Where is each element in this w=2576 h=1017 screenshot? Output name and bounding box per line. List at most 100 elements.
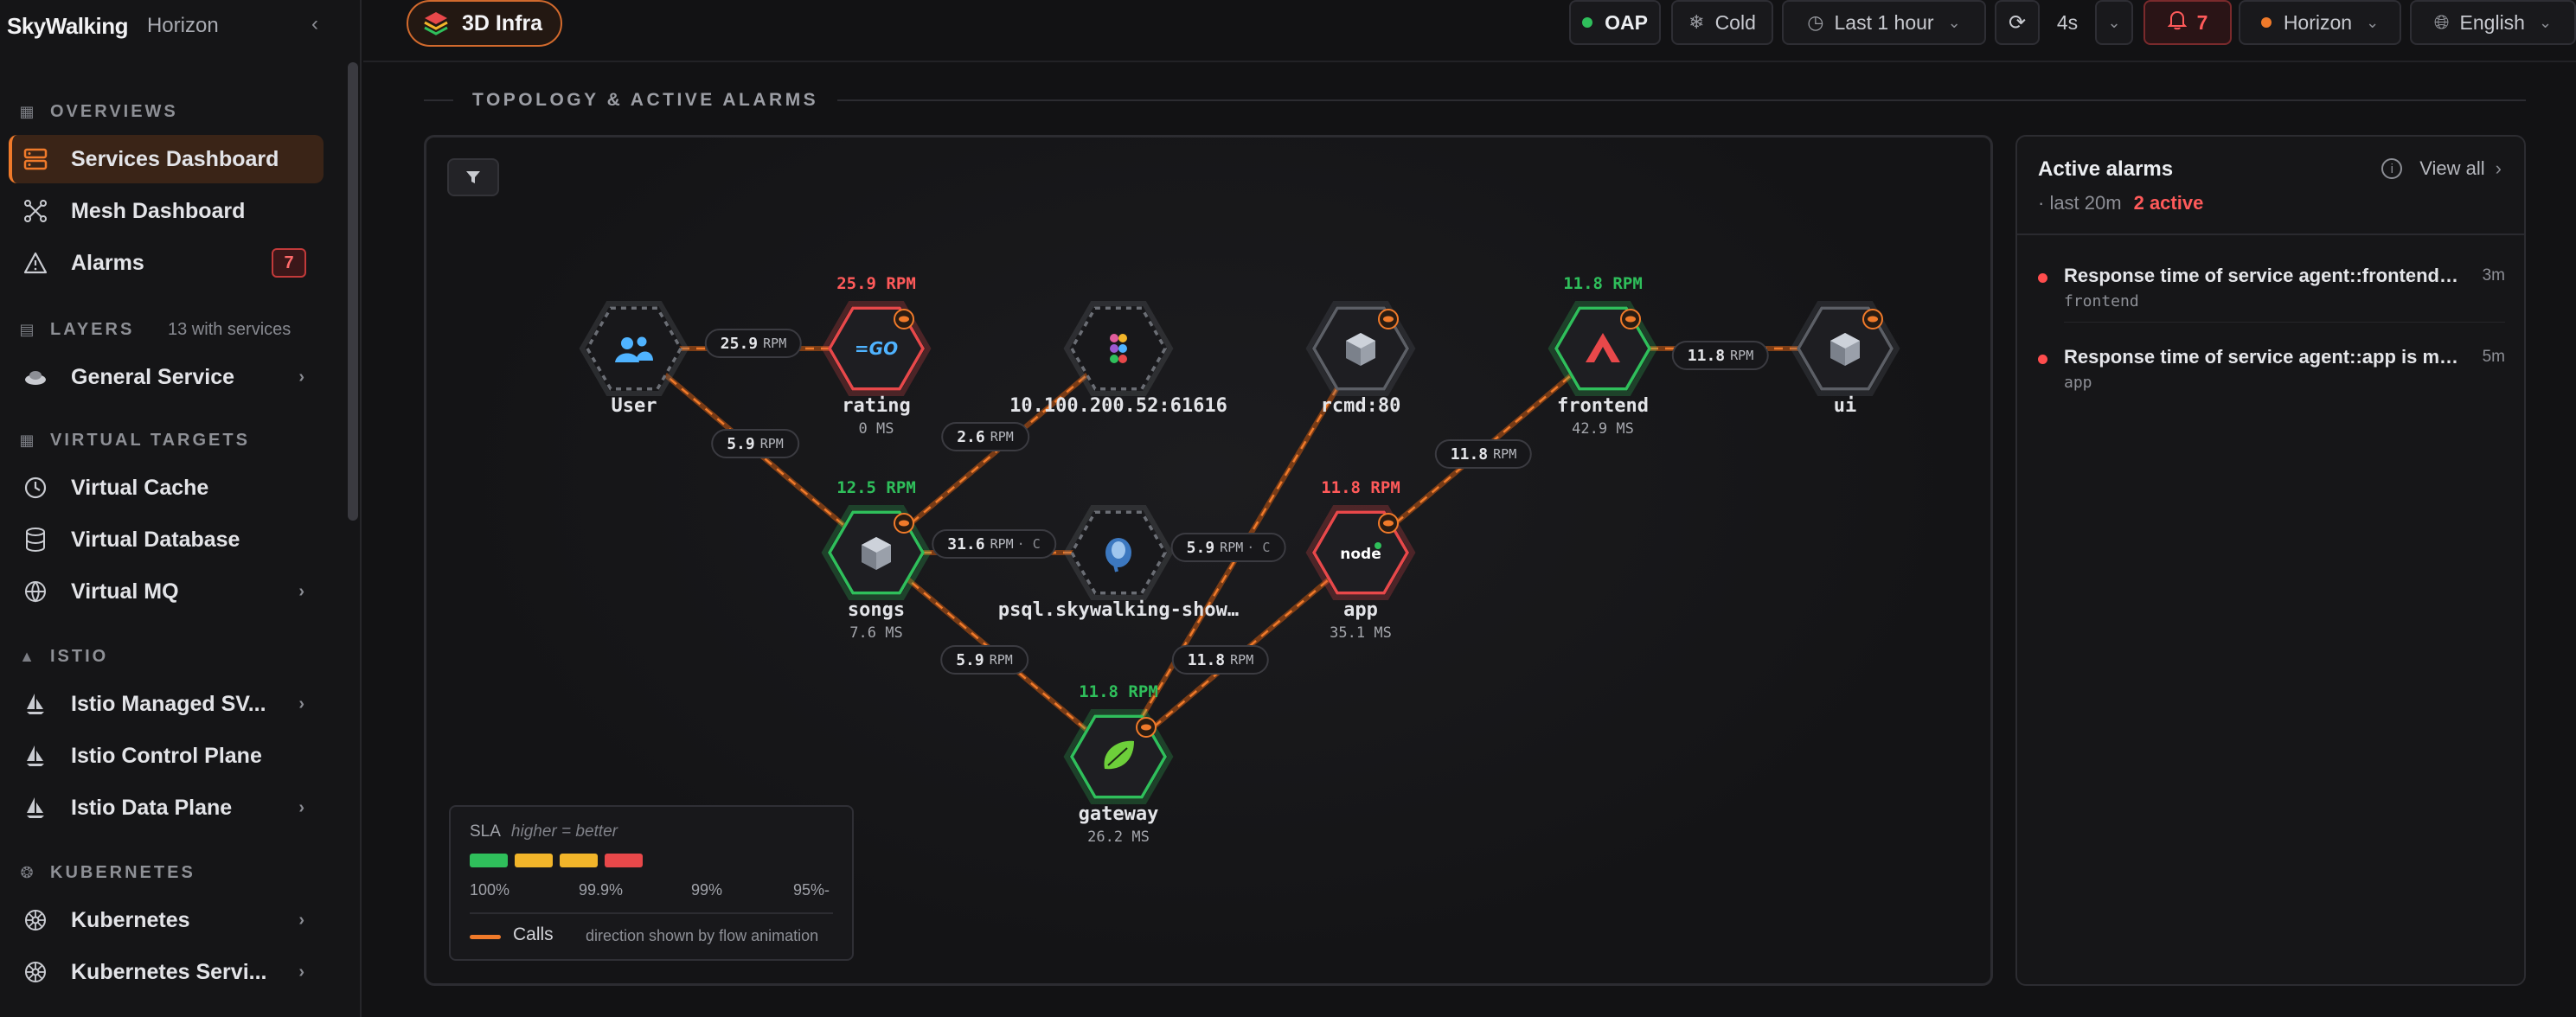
layer-selector-label: 3D Infra — [462, 10, 543, 35]
alarm-dot — [2038, 355, 2047, 364]
refresh-icon: ⟳ — [2008, 10, 2027, 35]
eye-badge-icon[interactable] — [1862, 309, 1883, 329]
edge-rpm-label[interactable]: 5.9 RPM — [711, 429, 799, 458]
legend-tick: 95%- — [793, 881, 830, 899]
cold-stage-button[interactable]: ❄ Cold — [1671, 0, 1773, 45]
oap-status-button[interactable]: OAP — [1569, 0, 1661, 45]
service-node[interactable]: node — [1305, 505, 1416, 600]
edge-client-tag: · C — [1246, 540, 1271, 555]
time-range-label: Last 1 hour — [1834, 10, 1934, 34]
brand[interactable]: SkyWalking Horizon — [7, 7, 219, 45]
view-all-link[interactable]: i View all › — [2381, 157, 2502, 180]
gateway-service-icon — [1104, 740, 1134, 770]
section-label: VIRTUAL TARGETS — [50, 430, 250, 450]
service-node[interactable] — [579, 301, 689, 396]
workspace-dot — [2260, 17, 2272, 28]
service-node[interactable] — [821, 505, 932, 600]
sidebar-item-alarms[interactable]: Alarms 7 — [9, 239, 324, 287]
workspace-selector[interactable]: Horizon ⌄ — [2239, 0, 2401, 45]
alarm-count: 7 — [2196, 10, 2208, 34]
service-node[interactable] — [1548, 301, 1658, 396]
sidebar-scrollbar[interactable] — [348, 62, 358, 521]
sidebar-item-istio-data-plane[interactable]: Istio Data Plane › — [9, 784, 324, 832]
layer-selector-pill[interactable]: 3D Infra — [407, 0, 562, 47]
service-node[interactable] — [1063, 709, 1174, 804]
filter-button[interactable] — [447, 158, 499, 196]
alarms-bell-button[interactable]: 7 — [2143, 0, 2232, 45]
collapse-sidebar-icon[interactable]: ‹ — [311, 12, 318, 35]
chevron-right-icon: › — [298, 367, 304, 387]
refresh-button[interactable]: ⟳ — [1995, 0, 2040, 45]
service-node[interactable] — [1063, 505, 1174, 600]
time-range-selector[interactable]: ◷ Last 1 hour ⌄ — [1782, 0, 1986, 45]
language-selector[interactable]: 🌐︎ English ⌄ — [2410, 0, 2576, 45]
service-node[interactable] — [1063, 301, 1174, 396]
edge-rpm-value: 5.9 — [727, 434, 755, 453]
service-node[interactable]: =GO — [821, 301, 932, 396]
sidebar-item-kubernetes-service[interactable]: Kubernetes Servi... › — [9, 948, 324, 996]
sidebar-item-label: General Service — [71, 364, 235, 389]
songs-service-icon — [862, 537, 891, 570]
eye-badge-icon[interactable] — [1378, 513, 1399, 534]
sla-swatch-99 — [560, 854, 598, 867]
eye-badge-icon[interactable] — [894, 513, 914, 534]
edge-rpm-value: 5.9 — [956, 650, 984, 669]
edge-rpm-value: 5.9 — [1186, 538, 1215, 557]
eye-badge-icon[interactable] — [1136, 717, 1157, 738]
refresh-interval: 4s — [2047, 0, 2088, 45]
sidebar-item-istio-managed[interactable]: Istio Managed SV... › — [9, 680, 324, 728]
helm-icon: ❂ — [20, 863, 34, 881]
svg-text:=GO: =GO — [855, 338, 898, 359]
sidebar-item-general-service[interactable]: General Service › — [9, 353, 324, 401]
edge-rpm-unit: RPM — [759, 436, 784, 451]
edge-rpm-value: 11.8 — [1450, 445, 1489, 464]
section-istio: ▲ ISTIO — [17, 643, 108, 669]
alarm-message: Response time of service agent::frontend… — [2064, 265, 2462, 286]
service-node[interactable] — [1790, 301, 1900, 396]
alarms-title: Active alarms — [2038, 157, 2174, 181]
eye-badge-icon[interactable] — [1620, 309, 1641, 329]
node-latency: 42.9 MS — [1572, 420, 1634, 438]
sidebar-item-kubernetes[interactable]: Kubernetes › — [9, 896, 324, 944]
sidebar-item-virtual-cache[interactable]: Virtual Cache — [9, 464, 324, 512]
section-kubernetes: ❂ KUBERNETES — [17, 860, 195, 886]
alarm-message: Response time of service agent::app is m… — [2064, 346, 2462, 368]
chevron-right-icon: › — [2495, 157, 2502, 179]
topbar: 3D Infra OAP ❄ Cold ◷ Last 1 hour ⌄ ⟳ 4s… — [363, 0, 2576, 62]
section-label: LAYERS — [50, 319, 135, 339]
sidebar-item-virtual-mq[interactable]: Virtual MQ › — [9, 567, 324, 616]
service-node[interactable] — [1305, 301, 1416, 396]
sidebar-item-label: Istio Managed SV... — [71, 691, 266, 716]
warning-icon — [21, 252, 50, 274]
sidebar-item-istio-control-plane[interactable]: Istio Control Plane — [9, 732, 324, 780]
node-name: songs — [847, 599, 906, 621]
eye-badge-icon[interactable] — [1378, 309, 1399, 329]
sidebar-item-mesh-dashboard[interactable]: Mesh Dashboard — [9, 187, 324, 235]
database-icon — [21, 528, 50, 552]
section-title-text: TOPOLOGY & ACTIVE ALARMS — [472, 90, 819, 110]
edge-rpm-unit: RPM — [763, 336, 787, 351]
eye-badge-icon[interactable] — [894, 309, 914, 329]
chevron-right-icon: › — [298, 910, 304, 930]
brand-logo: SkyWalking — [7, 12, 128, 39]
calls-label: Calls — [513, 924, 554, 944]
info-icon[interactable]: i — [2381, 158, 2403, 179]
refresh-interval-dropdown[interactable]: ⌄ — [2095, 0, 2133, 45]
sidebar-item-label: Alarms — [71, 250, 144, 275]
stack-layers-icon — [424, 12, 448, 35]
legend-tick: 99% — [691, 881, 723, 899]
sidebar-item-virtual-database[interactable]: Virtual Database — [9, 515, 324, 564]
helm-icon — [21, 908, 50, 932]
sail-icon: ▲ — [19, 647, 35, 665]
sidebar-item-services-dashboard[interactable]: Services Dashboard — [9, 135, 324, 183]
